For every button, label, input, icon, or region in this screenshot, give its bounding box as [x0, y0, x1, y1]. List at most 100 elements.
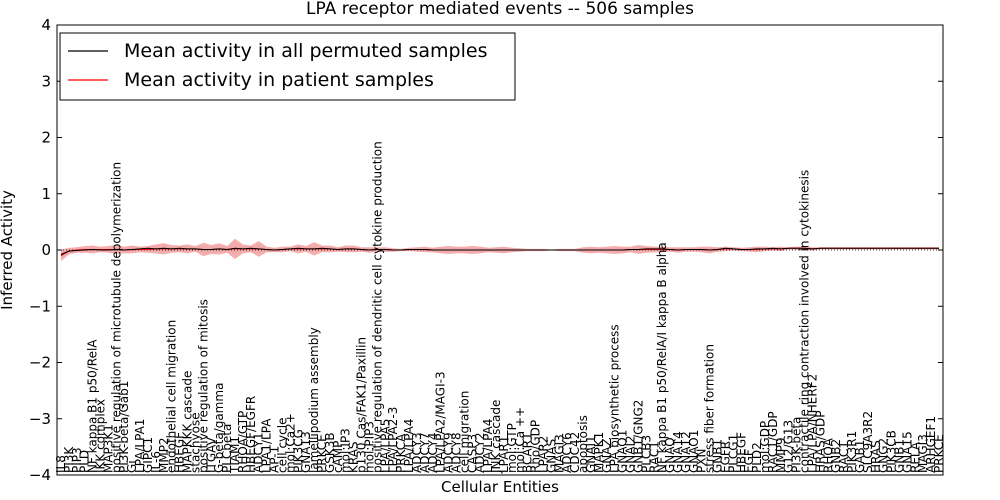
x-entity-label: ITGAV [204, 436, 218, 473]
x-entity-label: RAC1/GDP [766, 411, 780, 473]
x-entity-label: LPA/LPA2-3 [386, 407, 400, 473]
x-entity-label: HRAS [869, 440, 883, 473]
legend-box [59, 32, 516, 101]
x-entity-label: Rho/GDP [529, 420, 543, 473]
x-entity-label: PLD2 [750, 442, 764, 473]
x-entity-label: EGFR [718, 441, 732, 473]
x-entity-label: p130 Cas/FAK1/Paxillin [355, 337, 369, 473]
x-entity-label: HBEGF [173, 432, 187, 473]
x-entity-label: EGF [742, 449, 756, 473]
x-entity-label: GNAO1 [687, 430, 701, 473]
x-entity-label: ADCY1 [252, 432, 266, 473]
x-entity-label: PRKCA [394, 433, 408, 473]
x-entity-label: MAP3K1 [101, 424, 115, 473]
x-entity-label: endothelial cell migration [165, 320, 179, 473]
x-entity-label: MAPKKK cascade [181, 371, 195, 473]
x-entity-label: mol:PIP3 [362, 421, 376, 473]
x-entity-label: GNB1 [892, 439, 906, 473]
x-entity-label: GNAO1 [616, 430, 630, 473]
legend-label-permuted: Mean activity in all permuted samples [124, 40, 487, 62]
x-entity-label: ARHGEF1 [924, 416, 938, 473]
x-entity-label: LPA biosynthetic process [608, 324, 622, 473]
x-entity-label: ADCY8 [449, 432, 463, 473]
x-entity-label: mol:IP3 [339, 428, 353, 473]
x-entity-label: HRAS/GDP [813, 410, 827, 473]
x-entity-label: LPA1/LPA [260, 418, 274, 473]
x-entity-label: stachyose [188, 412, 202, 473]
x-entity-label: RHOA/GTP [236, 411, 250, 473]
x-entity-label: PIP3 [70, 447, 84, 473]
x-entity-label: IKK complex [94, 399, 108, 473]
y-tick-label: 2 [41, 129, 51, 147]
x-entity-label: HBEGF [734, 432, 748, 473]
x-entity-label: ADCY6 [560, 432, 574, 473]
x-entity-label: ADCY4 [426, 432, 440, 473]
x-entity-label: LPA/LPA5 [378, 419, 392, 473]
x-entity-label: CDC42 [568, 432, 582, 473]
x-entity-label: RHOA [821, 437, 835, 473]
x-entity-label: ADCY3 [410, 432, 424, 473]
x-entity-label: lamellipodium assembly [307, 327, 321, 473]
x-entity-label: mol:GTP [505, 423, 519, 473]
x-entity-label: JNK cascade [489, 400, 503, 474]
x-entity-label: GNA13 [299, 431, 313, 473]
x-entity-label: HBEGF/EGFR [244, 396, 258, 473]
x-entity-label: LPA/LPA2/MAGI-3 [434, 371, 448, 473]
x-entity-label: stress fiber formation [703, 344, 717, 473]
x-entity-label: mol:GDP [758, 421, 772, 473]
x-entity-label: GNG2 [877, 438, 891, 473]
x-entity-label: ADCY7 [418, 432, 432, 473]
x-axis-title: Cellular Entities [441, 478, 559, 496]
x-entity-label: LPA/LPA4 [481, 419, 495, 473]
y-tick-label: 4 [41, 16, 51, 34]
x-entity-label: PIK3CB [885, 430, 899, 473]
x-entity-label: BCAR1 [521, 432, 535, 473]
x-entity-label: PIK3R1 [845, 431, 859, 473]
x-entity-label: LPA/LPA1 [133, 419, 147, 473]
x-entity-label: GNA12 [679, 431, 693, 473]
legend-label-patient: Mean activity in patient samples [124, 69, 434, 91]
y-tick-label: −3 [29, 410, 51, 428]
y-tick-label: −1 [29, 297, 51, 315]
x-entity-label: MAPK1 [592, 432, 606, 473]
y-axis-title: Inferred Activity [0, 190, 16, 310]
x-entity-label: cell migration [457, 391, 471, 473]
chart-title: LPA receptor mediated events -- 506 samp… [306, 0, 694, 19]
x-entity-label: positive regulation of dendritic cell cy… [370, 141, 384, 473]
y-tick-label: 3 [41, 72, 51, 90]
x-entity-label: PI3K [62, 446, 76, 473]
x-entity-label: PRKCE [932, 434, 946, 473]
x-entity-label: PLCB3 [639, 435, 653, 473]
x-entity-label: TIAM1 [228, 436, 242, 474]
y-tick-label: −2 [29, 354, 51, 372]
x-entity-label: PI3K-beta [790, 417, 804, 473]
x-entity-label: KRAS [347, 441, 361, 473]
x-entity-label: PXN [695, 449, 709, 473]
x-entity-label: RELA [908, 441, 922, 473]
x-entity-label: IL8 [54, 455, 68, 473]
x-entity-label: RAC1 [647, 441, 661, 473]
x-entity-label: MAGI3 [916, 434, 930, 473]
x-entity-label: mol:Ca ++ [513, 407, 527, 473]
x-entity-label: CASP3 [465, 434, 479, 473]
y-tick-label: 1 [41, 185, 51, 203]
x-entity-label: GNAS [544, 439, 558, 473]
y-tick-label: −4 [29, 466, 51, 484]
x-entity-label: GNAI1 [584, 435, 598, 473]
x-entity-label: NF kappa B1 p50/RelA [86, 339, 100, 473]
x-entity-label: Gi [125, 460, 139, 473]
x-entity-label: IL-6 [149, 451, 163, 473]
x-entity-label: MMP9 [774, 437, 788, 473]
x-entity-label: GNB2 [829, 439, 843, 473]
x-entity-label: MAGI3 [552, 434, 566, 473]
x-entity-label: GIPC1 [141, 437, 155, 473]
x-entity-label: GNAI2 [624, 435, 638, 473]
x-entity-label: PLCbeta [220, 424, 234, 473]
x-entity-label: PLD [78, 450, 92, 473]
x-entity-label: positive regulation of microtubule depol… [109, 162, 123, 473]
x-entity-label: GNB1/GNG2 [631, 400, 645, 473]
x-entity-label: PRKCE [315, 434, 329, 473]
x-entity-label: G12/G13 [782, 420, 796, 473]
